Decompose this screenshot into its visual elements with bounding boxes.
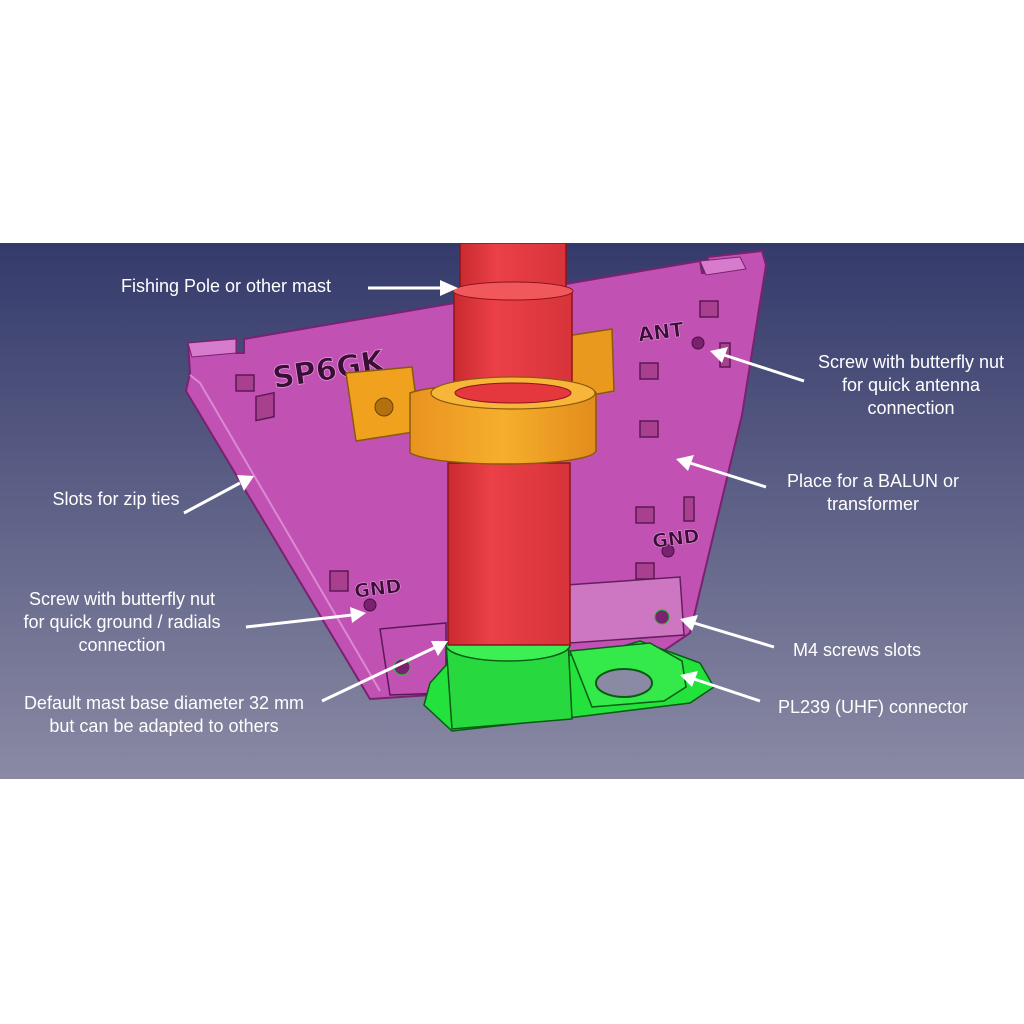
- ground-screw-hole-left: [363, 598, 377, 612]
- antenna-screw-hole: [691, 336, 705, 350]
- label-mast-base: Default mast base diameter 32 mm but can…: [23, 693, 305, 736]
- label-connector: PL239 (UHF) connector: [777, 697, 969, 717]
- label-m4-slots: M4 screws slots: [792, 640, 922, 660]
- mast: [447, 243, 574, 646]
- callout-arrows: [183, 280, 805, 703]
- label-balun: Place for a BALUN or transformer: [786, 471, 960, 514]
- label-mast: Fishing Pole or other mast: [120, 276, 332, 296]
- label-ground-screw: Screw with butterfly nut for quick groun…: [23, 589, 221, 655]
- label-antenna-screw: Screw with butterfly nut for quick anten…: [817, 352, 1005, 418]
- label-zip-ties: Slots for zip ties: [52, 489, 180, 509]
- ant-engraving: ANT: [637, 317, 686, 346]
- cad-render-scene: SP6GK ANT GND GND: [0, 243, 1024, 779]
- cad-render: SP6GK ANT GND GND: [0, 243, 1024, 779]
- zip-tie-slots: [235, 300, 731, 592]
- ground-screw-hole-right: [661, 544, 675, 558]
- clamp-ring: [409, 376, 597, 465]
